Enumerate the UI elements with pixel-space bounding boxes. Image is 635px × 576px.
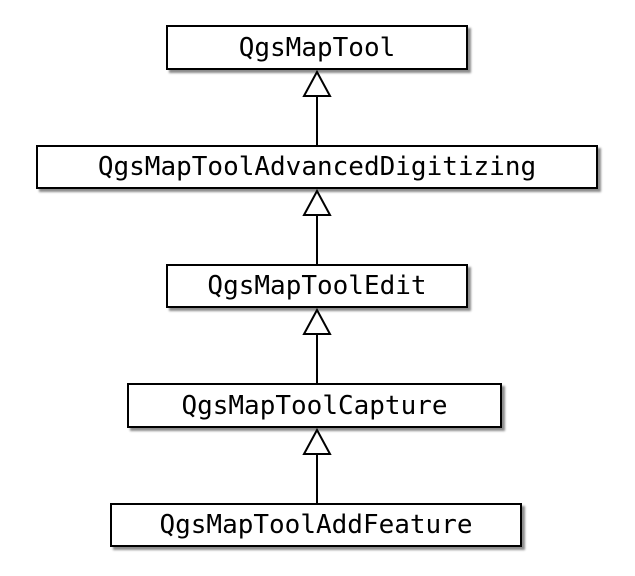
class-name: QgsMapToolAddFeature [159,510,473,540]
class-box-qgsmaptool: QgsMapTool [166,25,468,70]
inheritance-arrow-c1-to-c0 [302,69,332,145]
class-name: QgsMapTool [238,32,396,63]
inheritance-arrow-c2-to-c1 [302,188,332,264]
class-box-qgsmaptooladvanceddigitizing: QgsMapToolAdvancedDigitizing [36,145,598,189]
class-box-qgsmaptooledit: QgsMapToolEdit [166,264,468,308]
inheritance-arrow-c3-to-c2 [302,307,332,383]
class-name: QgsMapToolCapture [181,390,448,421]
class-name: QgsMapToolEdit [207,271,427,301]
class-box-qgsmaptooladdfeature: QgsMapToolAddFeature [110,503,522,547]
class-box-qgsmaptoolcapture: QgsMapToolCapture [127,383,502,428]
class-name: QgsMapToolAdvancedDigitizing [97,152,537,182]
inheritance-arrow-c4-to-c3 [302,427,332,503]
